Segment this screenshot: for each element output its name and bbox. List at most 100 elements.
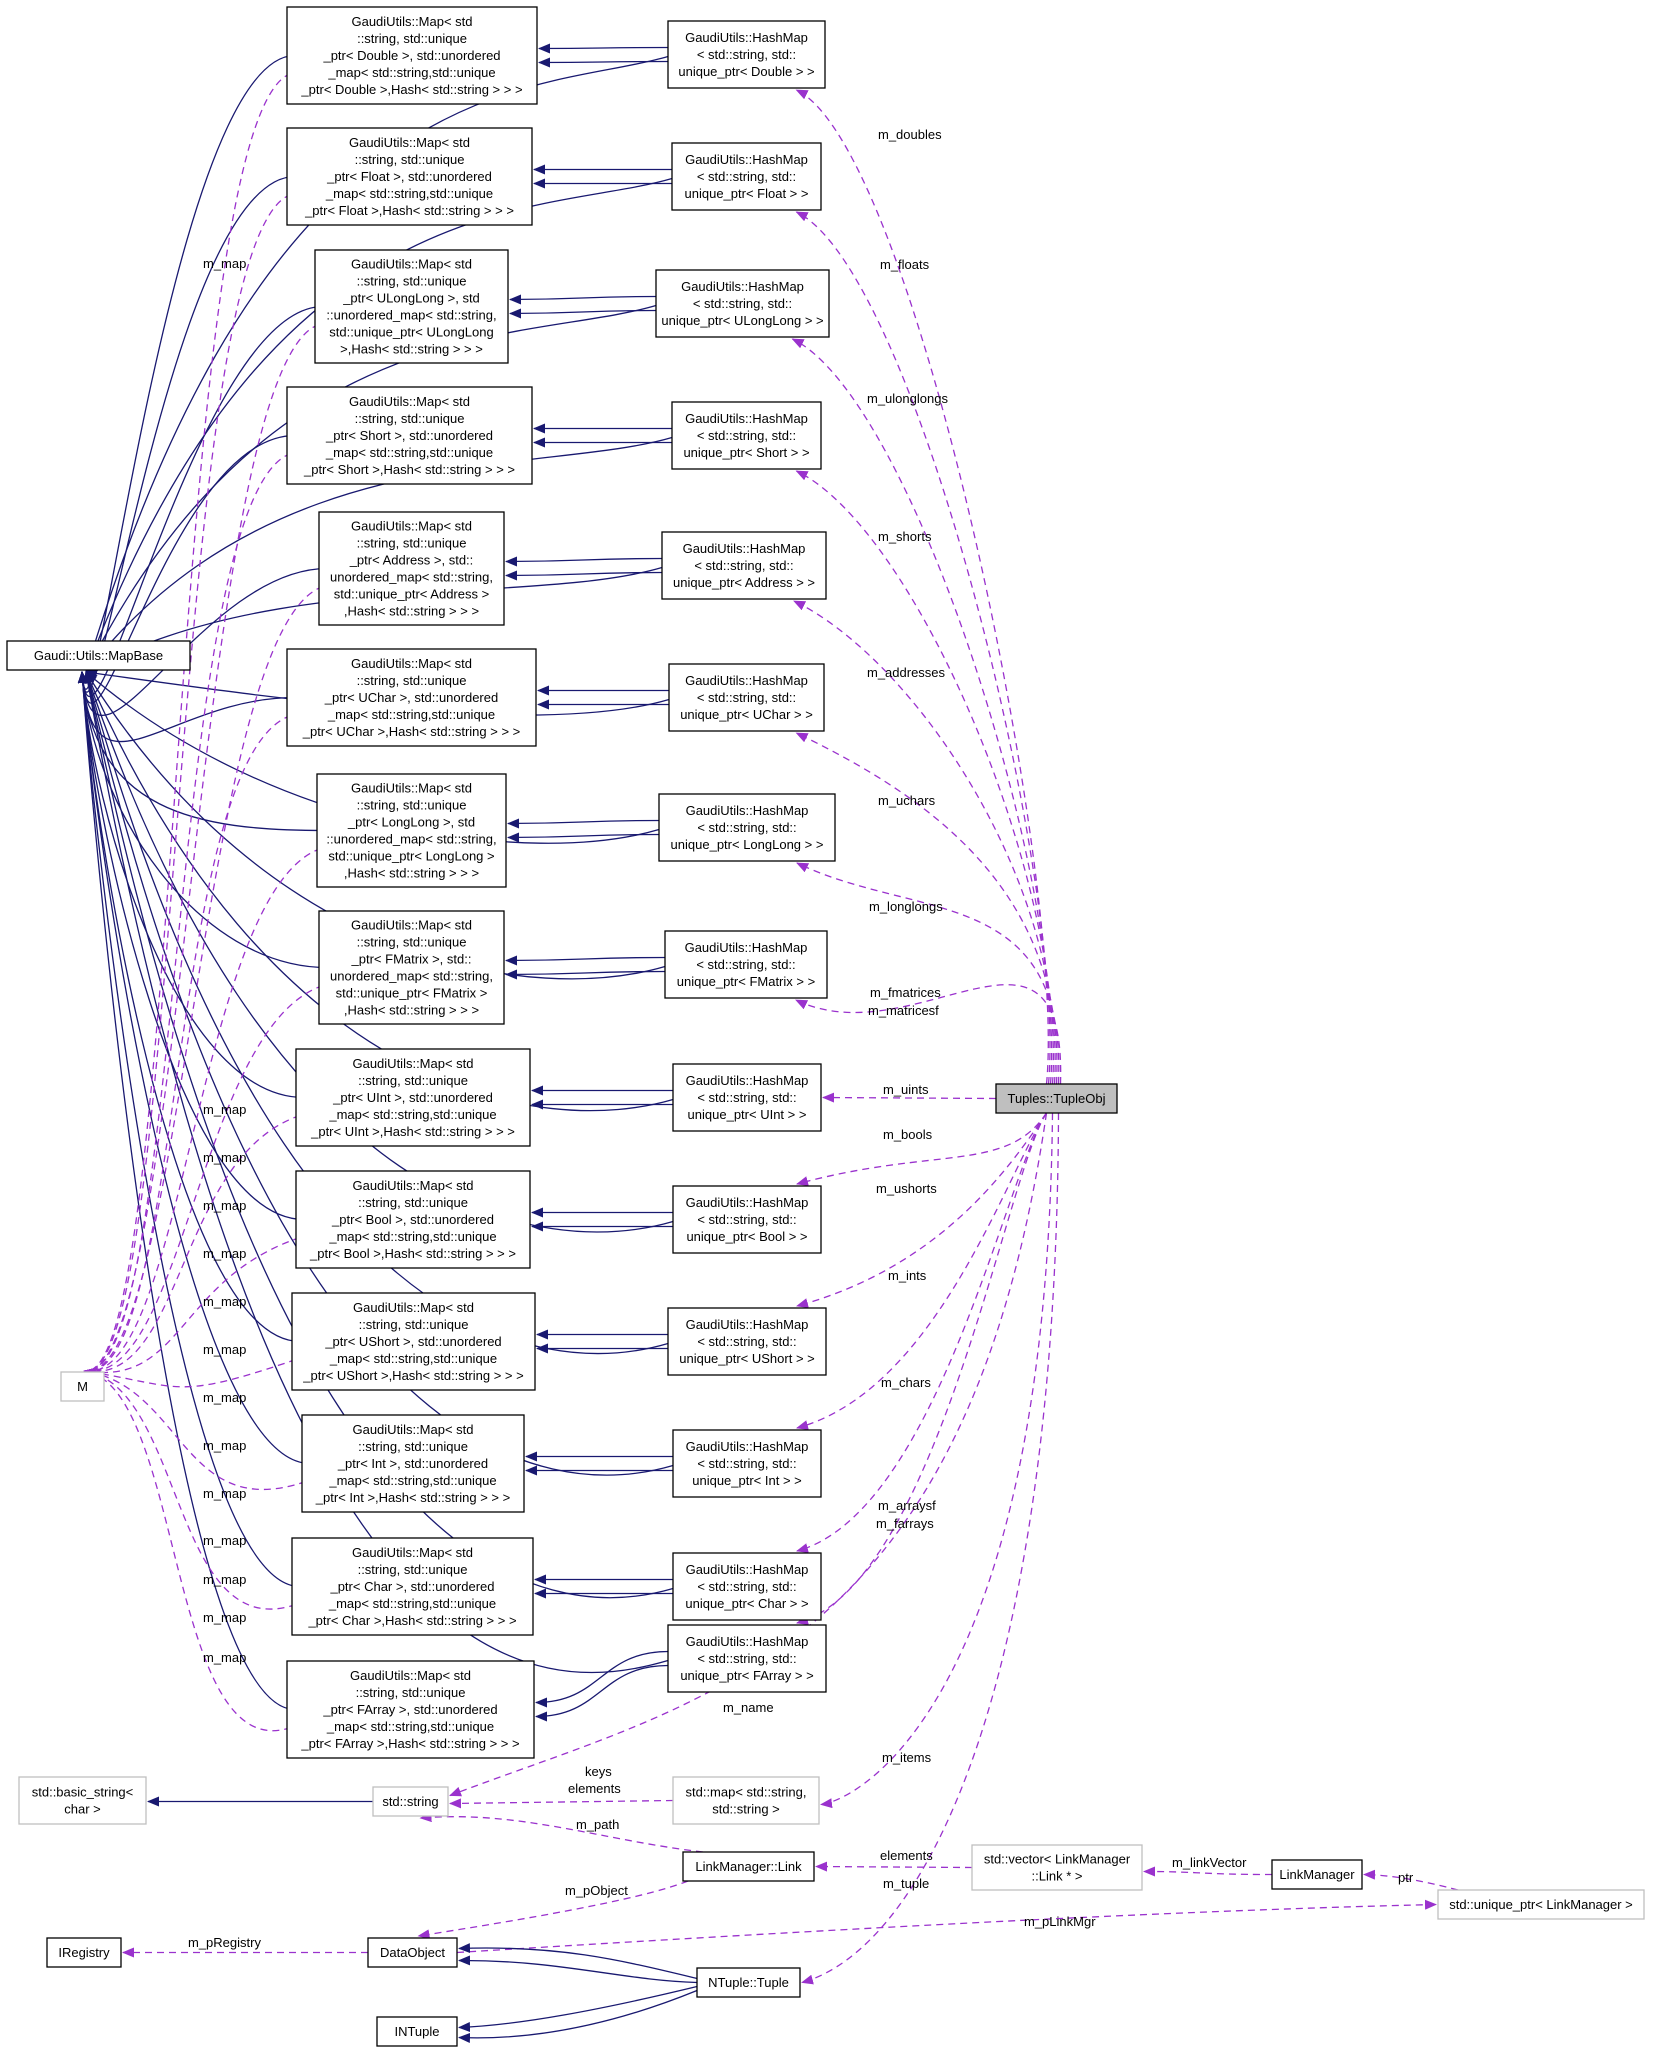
node-label-line: GaudiUtils::HashMap — [685, 152, 808, 167]
node-label-line: ::string, std::unique — [356, 1685, 466, 1700]
node-hash-ushort[interactable]: GaudiUtils::HashMap< std::string, std::u… — [667, 1307, 827, 1376]
node-label-line: unique_ptr< FMatrix > > — [677, 974, 815, 989]
node-label-line: < std::string, std:: — [697, 1090, 796, 1105]
inherit-edge — [458, 1985, 698, 2033]
node-label-line: < std::string, std:: — [697, 820, 796, 835]
node-map-int[interactable]: GaudiUtils::Map< std::string, std::uniqu… — [301, 1414, 525, 1513]
node-map-double[interactable]: GaudiUtils::Map< std::string, std::uniqu… — [286, 6, 538, 105]
node-intuple[interactable]: INTuple — [376, 2016, 458, 2047]
node-label-line: GaudiUtils::HashMap — [685, 940, 808, 955]
node-map-char[interactable]: GaudiUtils::Map< std::string, std::uniqu… — [291, 1537, 534, 1636]
node-map-fmatrix[interactable]: GaudiUtils::Map< std::string, std::uniqu… — [318, 910, 505, 1025]
usage-edge — [795, 211, 1051, 1085]
node-label-line: < std::string, std:: — [697, 1651, 796, 1666]
node-hash-double[interactable]: GaudiUtils::HashMap< std::string, std::u… — [667, 20, 826, 89]
node-label-line: ,Hash< std::string > > > — [344, 866, 479, 881]
node-hash-bool[interactable]: GaudiUtils::HashMap< std::string, std::u… — [672, 1185, 822, 1254]
edge-label-m-map: m_map — [203, 1486, 246, 1501]
edge-label-m-items: m_items — [882, 1750, 932, 1765]
edge-label-m-map: m_map — [203, 1533, 246, 1548]
node-hash-short[interactable]: GaudiUtils::HashMap< std::string, std::u… — [671, 401, 822, 470]
node-m[interactable]: M — [60, 1371, 105, 1402]
node-label-line: GaudiUtils::Map< std — [351, 14, 472, 29]
node-map-ulonglong[interactable]: GaudiUtils::Map< std::string, std::uniqu… — [314, 249, 509, 364]
node-label-line: unique_ptr< Char > > — [685, 1596, 808, 1611]
edge-label-m-ints: m_ints — [888, 1268, 927, 1283]
node-std-string[interactable]: std::string — [372, 1786, 449, 1817]
usage-edge — [795, 89, 1049, 1085]
edge-label-m-name: m_name — [723, 1700, 774, 1715]
node-label-line: std::unique_ptr< ULongLong — [329, 325, 493, 340]
inherit-edge — [77, 54, 296, 690]
node-box — [672, 1429, 822, 1498]
node-map-float[interactable]: GaudiUtils::Map< std::string, std::uniqu… — [286, 127, 533, 226]
node-map-ushort[interactable]: GaudiUtils::Map< std::string, std::uniqu… — [291, 1292, 536, 1391]
node-label-line: unique_ptr< UShort > > — [679, 1351, 815, 1366]
node-label-line: M — [77, 1379, 88, 1394]
node-label-line: _map< std::string,std::unique — [327, 707, 495, 722]
node-hash-longlong[interactable]: GaudiUtils::HashMap< std::string, std::u… — [658, 793, 836, 862]
node-map-short[interactable]: GaudiUtils::Map< std::string, std::uniqu… — [286, 386, 533, 485]
node-map-uint[interactable]: GaudiUtils::Map< std::string, std::uniqu… — [295, 1048, 531, 1147]
node-hash-address[interactable]: GaudiUtils::HashMap< std::string, std::u… — [661, 531, 827, 600]
node-hash-char[interactable]: GaudiUtils::HashMap< std::string, std::u… — [672, 1552, 822, 1621]
node-label-line: < std::string, std:: — [697, 47, 796, 62]
usage-edge — [791, 338, 1053, 1085]
node-ntuple[interactable]: NTuple::Tuple — [696, 1967, 801, 1998]
usage-edge — [83, 984, 324, 1378]
inherit-edge — [458, 1943, 698, 1980]
edge-label-m-map: m_map — [203, 1294, 246, 1309]
node-map-longlong[interactable]: GaudiUtils::Map< std::string, std::uniqu… — [316, 773, 507, 888]
node-map-bool[interactable]: GaudiUtils::Map< std::string, std::uniqu… — [295, 1170, 531, 1269]
node-label-line: _ptr< FMatrix >, std:: — [351, 952, 472, 967]
node-label-line: GaudiUtils::HashMap — [686, 1317, 809, 1332]
node-label-line: _ptr< FArray >,Hash< std::string > > > — [300, 1736, 519, 1751]
edge-label-m-map: m_map — [203, 1390, 246, 1405]
node-box — [1437, 1889, 1645, 1920]
node-mapbase[interactable]: Gaudi::Utils::MapBase — [6, 640, 191, 671]
node-map-farray[interactable]: GaudiUtils::Map< std::string, std::uniqu… — [286, 1660, 535, 1759]
usage-edge — [456, 1899, 1437, 1954]
node-label-line: Gaudi::Utils::MapBase — [34, 648, 163, 663]
node-hash-int[interactable]: GaudiUtils::HashMap< std::string, std::u… — [672, 1429, 822, 1498]
node-label-line: ::string, std::unique — [357, 536, 467, 551]
node-map-uchar[interactable]: GaudiUtils::Map< std::string, std::uniqu… — [286, 648, 537, 747]
node-tupleobj[interactable]: Tuples::TupleObj — [995, 1083, 1118, 1114]
node-label-line: LinkManager::Link — [695, 1859, 802, 1874]
node-box — [668, 663, 825, 732]
node-dataobject[interactable]: DataObject — [367, 1937, 458, 1968]
node-label-line: ::string, std::unique — [357, 274, 467, 289]
node-box — [301, 1414, 525, 1513]
node-std-map[interactable]: std::map< std::string,std::string > — [672, 1776, 820, 1825]
node-label-line: _ptr< Short >, std::unordered — [325, 428, 493, 443]
node-box — [658, 793, 836, 862]
node-iregistry[interactable]: IRegistry — [46, 1937, 122, 1968]
node-label-line: unordered_map< std::string, — [330, 570, 493, 585]
node-label-line: GaudiUtils::Map< std — [349, 394, 470, 409]
node-box — [286, 1660, 535, 1759]
node-label-line: _ptr< Char >, std::unordered — [329, 1579, 494, 1594]
edge-label-m-map: m_map — [203, 1246, 246, 1261]
node-basic-string[interactable]: std::basic_string<char > — [18, 1776, 147, 1825]
inherit-edge — [535, 1664, 669, 1722]
node-linkmanager[interactable]: LinkManager — [1271, 1859, 1363, 1890]
inherit-edge — [505, 570, 663, 581]
node-map-address[interactable]: GaudiUtils::Map< std::string, std::uniqu… — [318, 511, 505, 626]
edge-label-elements: elements — [880, 1848, 933, 1863]
node-label-line: GaudiUtils::HashMap — [686, 803, 809, 818]
usage-edge — [1143, 1866, 1273, 1877]
node-vector-link[interactable]: std::vector< LinkManager::Link * > — [971, 1844, 1143, 1891]
node-hash-ulonglong[interactable]: GaudiUtils::HashMap< std::string, std::u… — [655, 269, 830, 338]
node-box — [286, 6, 538, 105]
node-hash-uchar[interactable]: GaudiUtils::HashMap< std::string, std::u… — [668, 663, 825, 732]
node-hash-float[interactable]: GaudiUtils::HashMap< std::string, std::u… — [671, 142, 822, 211]
node-box — [971, 1844, 1143, 1891]
node-hash-farray[interactable]: GaudiUtils::HashMap< std::string, std::u… — [667, 1624, 827, 1693]
node-hash-uint[interactable]: GaudiUtils::HashMap< std::string, std::u… — [672, 1063, 822, 1132]
node-hash-fmatrix[interactable]: GaudiUtils::HashMap< std::string, std::u… — [664, 930, 828, 999]
node-lm-link[interactable]: LinkManager::Link — [682, 1851, 815, 1882]
usage-edge — [83, 1367, 307, 1490]
inherit-edge — [77, 175, 296, 693]
node-unique-lm[interactable]: std::unique_ptr< LinkManager > — [1437, 1889, 1645, 1920]
edge-label-m-addresses: m_addresses — [867, 665, 946, 680]
